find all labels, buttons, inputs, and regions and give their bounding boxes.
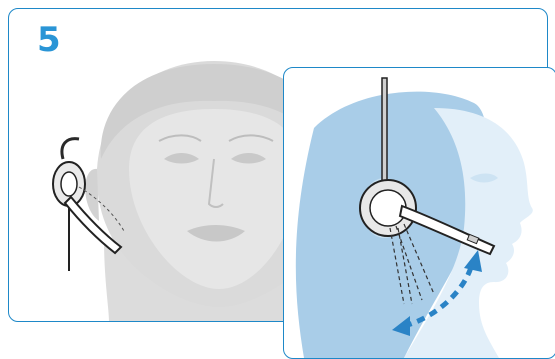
step-number: 5: [37, 23, 61, 57]
side-view-illustration: [284, 68, 555, 358]
side-view-panel: [283, 67, 555, 359]
